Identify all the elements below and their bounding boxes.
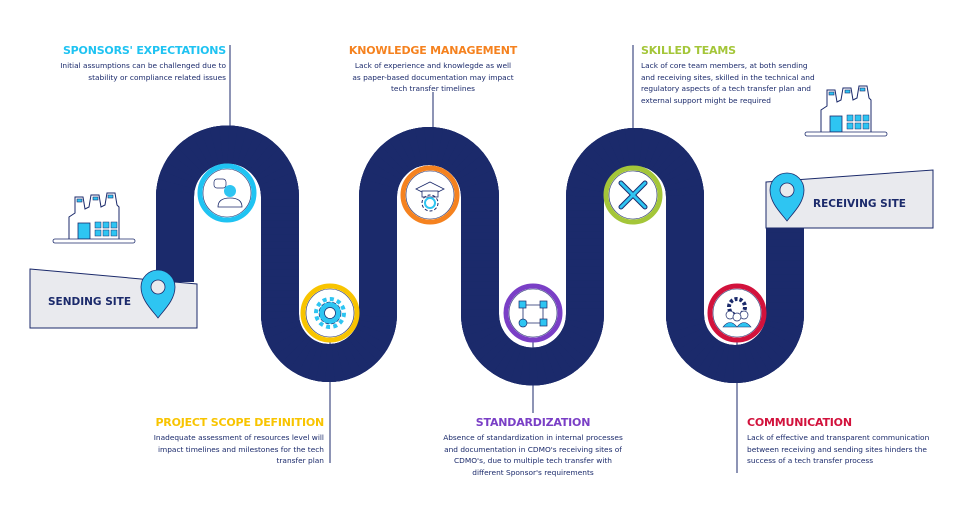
- gear-icon: [314, 297, 346, 329]
- road: [156, 145, 804, 367]
- step-title: SKILLED TEAMS: [641, 44, 736, 57]
- location-pin-icon: [140, 269, 176, 319]
- step-title: COMMUNICATION: [747, 416, 852, 429]
- step-circle-standardization: [503, 283, 563, 343]
- step-sponsors: SPONSORS' EXPECTATIONS Initial assumptio…: [30, 44, 226, 83]
- sending-site-label: SENDING SITE: [48, 296, 132, 308]
- sending-site-sign: [29, 268, 198, 329]
- person-chat-icon: [213, 178, 243, 208]
- step-circle-knowledge: [400, 165, 460, 225]
- wrench-screwdriver-icon: [618, 180, 648, 210]
- team-gear-icon: [722, 297, 752, 328]
- step-communication: COMMUNICATION Lack of effective and tran…: [747, 416, 937, 467]
- step-description: Lack of core team members, at both sendi…: [641, 61, 815, 105]
- step-description: Absence of standardization in internal p…: [443, 433, 623, 477]
- flowchart-icon: [518, 300, 548, 328]
- graduation-cap-gear-icon: [415, 181, 445, 212]
- step-circle-communication: [707, 283, 767, 343]
- step-circle-skilled: [603, 165, 663, 225]
- receiving-site-sign: [765, 169, 934, 229]
- step-standardization: STANDARDIZATION Absence of standardizati…: [442, 416, 624, 478]
- step-circle-sponsors: [197, 163, 257, 223]
- step-description: Initial assumptions can be challenged du…: [60, 61, 226, 82]
- step-title: SPONSORS' EXPECTATIONS: [62, 44, 226, 57]
- step-skilled: SKILLED TEAMS Lack of core team members,…: [641, 44, 819, 106]
- step-description: Inadequate assessment of resources level…: [153, 433, 324, 465]
- receiving-site-label: RECEIVING SITE: [813, 198, 906, 210]
- step-title: PROJECT SCOPE DEFINITION: [155, 416, 324, 429]
- receiving-factory-icon: [804, 85, 888, 137]
- step-title: KNOWLEDGE MANAGEMENT: [348, 44, 518, 57]
- sending-factory-icon: [52, 192, 136, 244]
- step-description: Lack of experience and knowlegde as well…: [352, 61, 514, 93]
- location-pin-icon: [769, 172, 805, 222]
- step-circle-project: [300, 283, 360, 343]
- step-title: STANDARDIZATION: [475, 416, 591, 429]
- step-project: PROJECT SCOPE DEFINITION Inadequate asse…: [136, 416, 324, 467]
- step-description: Lack of effective and transparent commun…: [747, 433, 930, 465]
- step-knowledge: KNOWLEDGE MANAGEMENT Lack of experience …: [340, 44, 526, 95]
